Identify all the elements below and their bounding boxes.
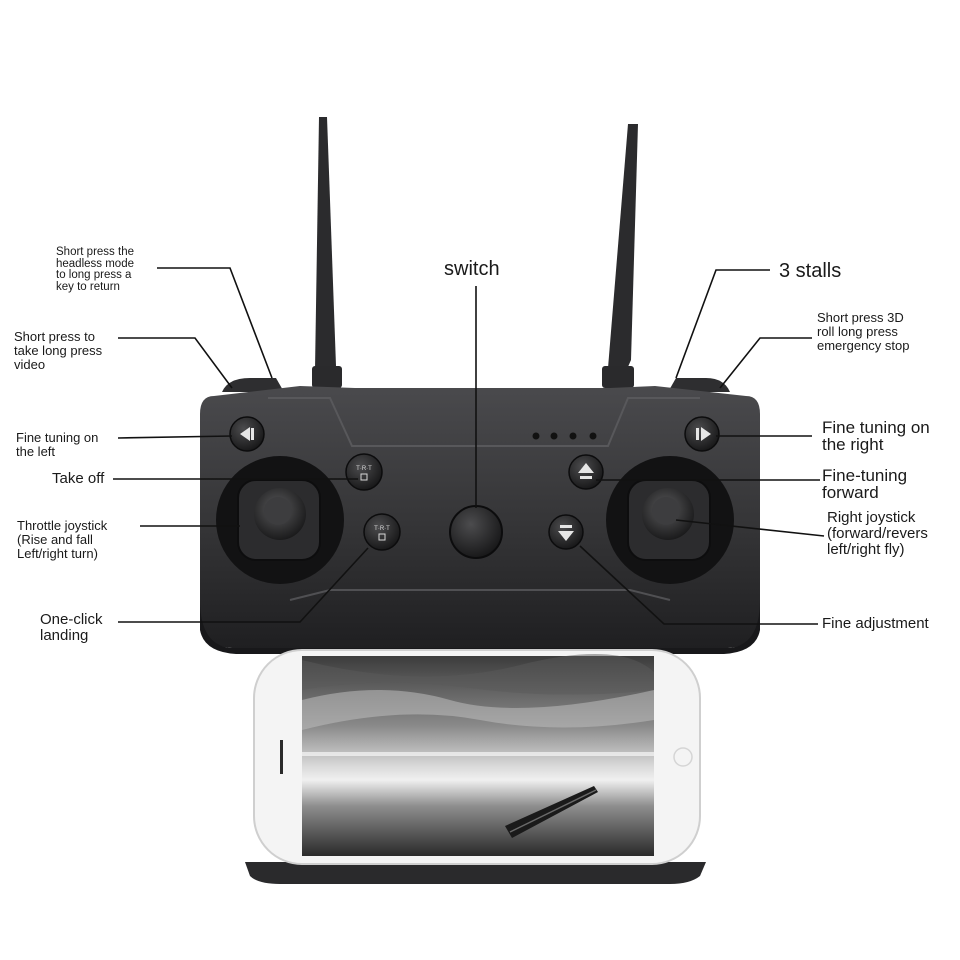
right-arrow-icon bbox=[684, 416, 720, 452]
label-fine-tuning-forward: Fine-tuning forward bbox=[822, 466, 908, 502]
label-throttle-joystick: Throttle joystick (Rise and fall Left/ri… bbox=[17, 518, 108, 562]
throttle-joystick bbox=[216, 456, 344, 584]
label-fine-tuning-left: Fine tuning on the left bbox=[16, 430, 99, 460]
leader-roll-stop bbox=[719, 337, 812, 389]
label-fine-tuning-right: Fine tuning on the right bbox=[822, 418, 930, 454]
home-button-icon bbox=[673, 747, 693, 767]
antenna-right bbox=[602, 124, 638, 388]
leader-fine-left bbox=[117, 435, 233, 439]
leader-lines bbox=[113, 267, 825, 625]
switch-button bbox=[449, 505, 503, 559]
label-fine-adjustment: Fine adjustment bbox=[822, 615, 929, 632]
leader-stalls bbox=[675, 269, 770, 379]
led-indicators bbox=[532, 432, 597, 440]
antenna-left bbox=[312, 117, 342, 388]
phone-holder-bottom bbox=[245, 862, 706, 884]
shoulder-button-left bbox=[222, 378, 284, 392]
label-headless-mode: Short press the headless mode to long pr… bbox=[56, 246, 134, 293]
label-take-off: Take off bbox=[52, 470, 105, 487]
up-arrow-icon bbox=[568, 454, 604, 490]
leader-fine-adjust bbox=[579, 545, 818, 625]
shoulder-button-right bbox=[668, 378, 730, 392]
right-joystick bbox=[606, 456, 734, 584]
take-off-button: T·R·T bbox=[345, 453, 383, 491]
label-3d-roll-emergency-stop: Short press 3D roll long press emergency… bbox=[817, 310, 910, 354]
label-right-joystick: Right joystick (forward/revers left/righ… bbox=[827, 510, 928, 559]
leader-video bbox=[118, 337, 233, 389]
leader-landing bbox=[118, 547, 369, 623]
label-switch: switch bbox=[444, 258, 500, 280]
leader-headless bbox=[157, 267, 273, 379]
down-arrow-icon bbox=[548, 514, 584, 550]
leader-right-joystick bbox=[675, 519, 825, 537]
take-off-button-glyph: T·R·T bbox=[356, 466, 372, 472]
label-3-stalls: 3 stalls bbox=[779, 260, 842, 282]
landing-button-glyph: T·R·T bbox=[374, 526, 390, 532]
label-one-click-landing: One-click landing bbox=[40, 611, 103, 645]
label-video: Short press to take long press video bbox=[14, 329, 103, 373]
phone bbox=[253, 649, 701, 865]
landing-button: T·R·T bbox=[363, 513, 401, 551]
left-arrow-icon bbox=[229, 416, 265, 452]
